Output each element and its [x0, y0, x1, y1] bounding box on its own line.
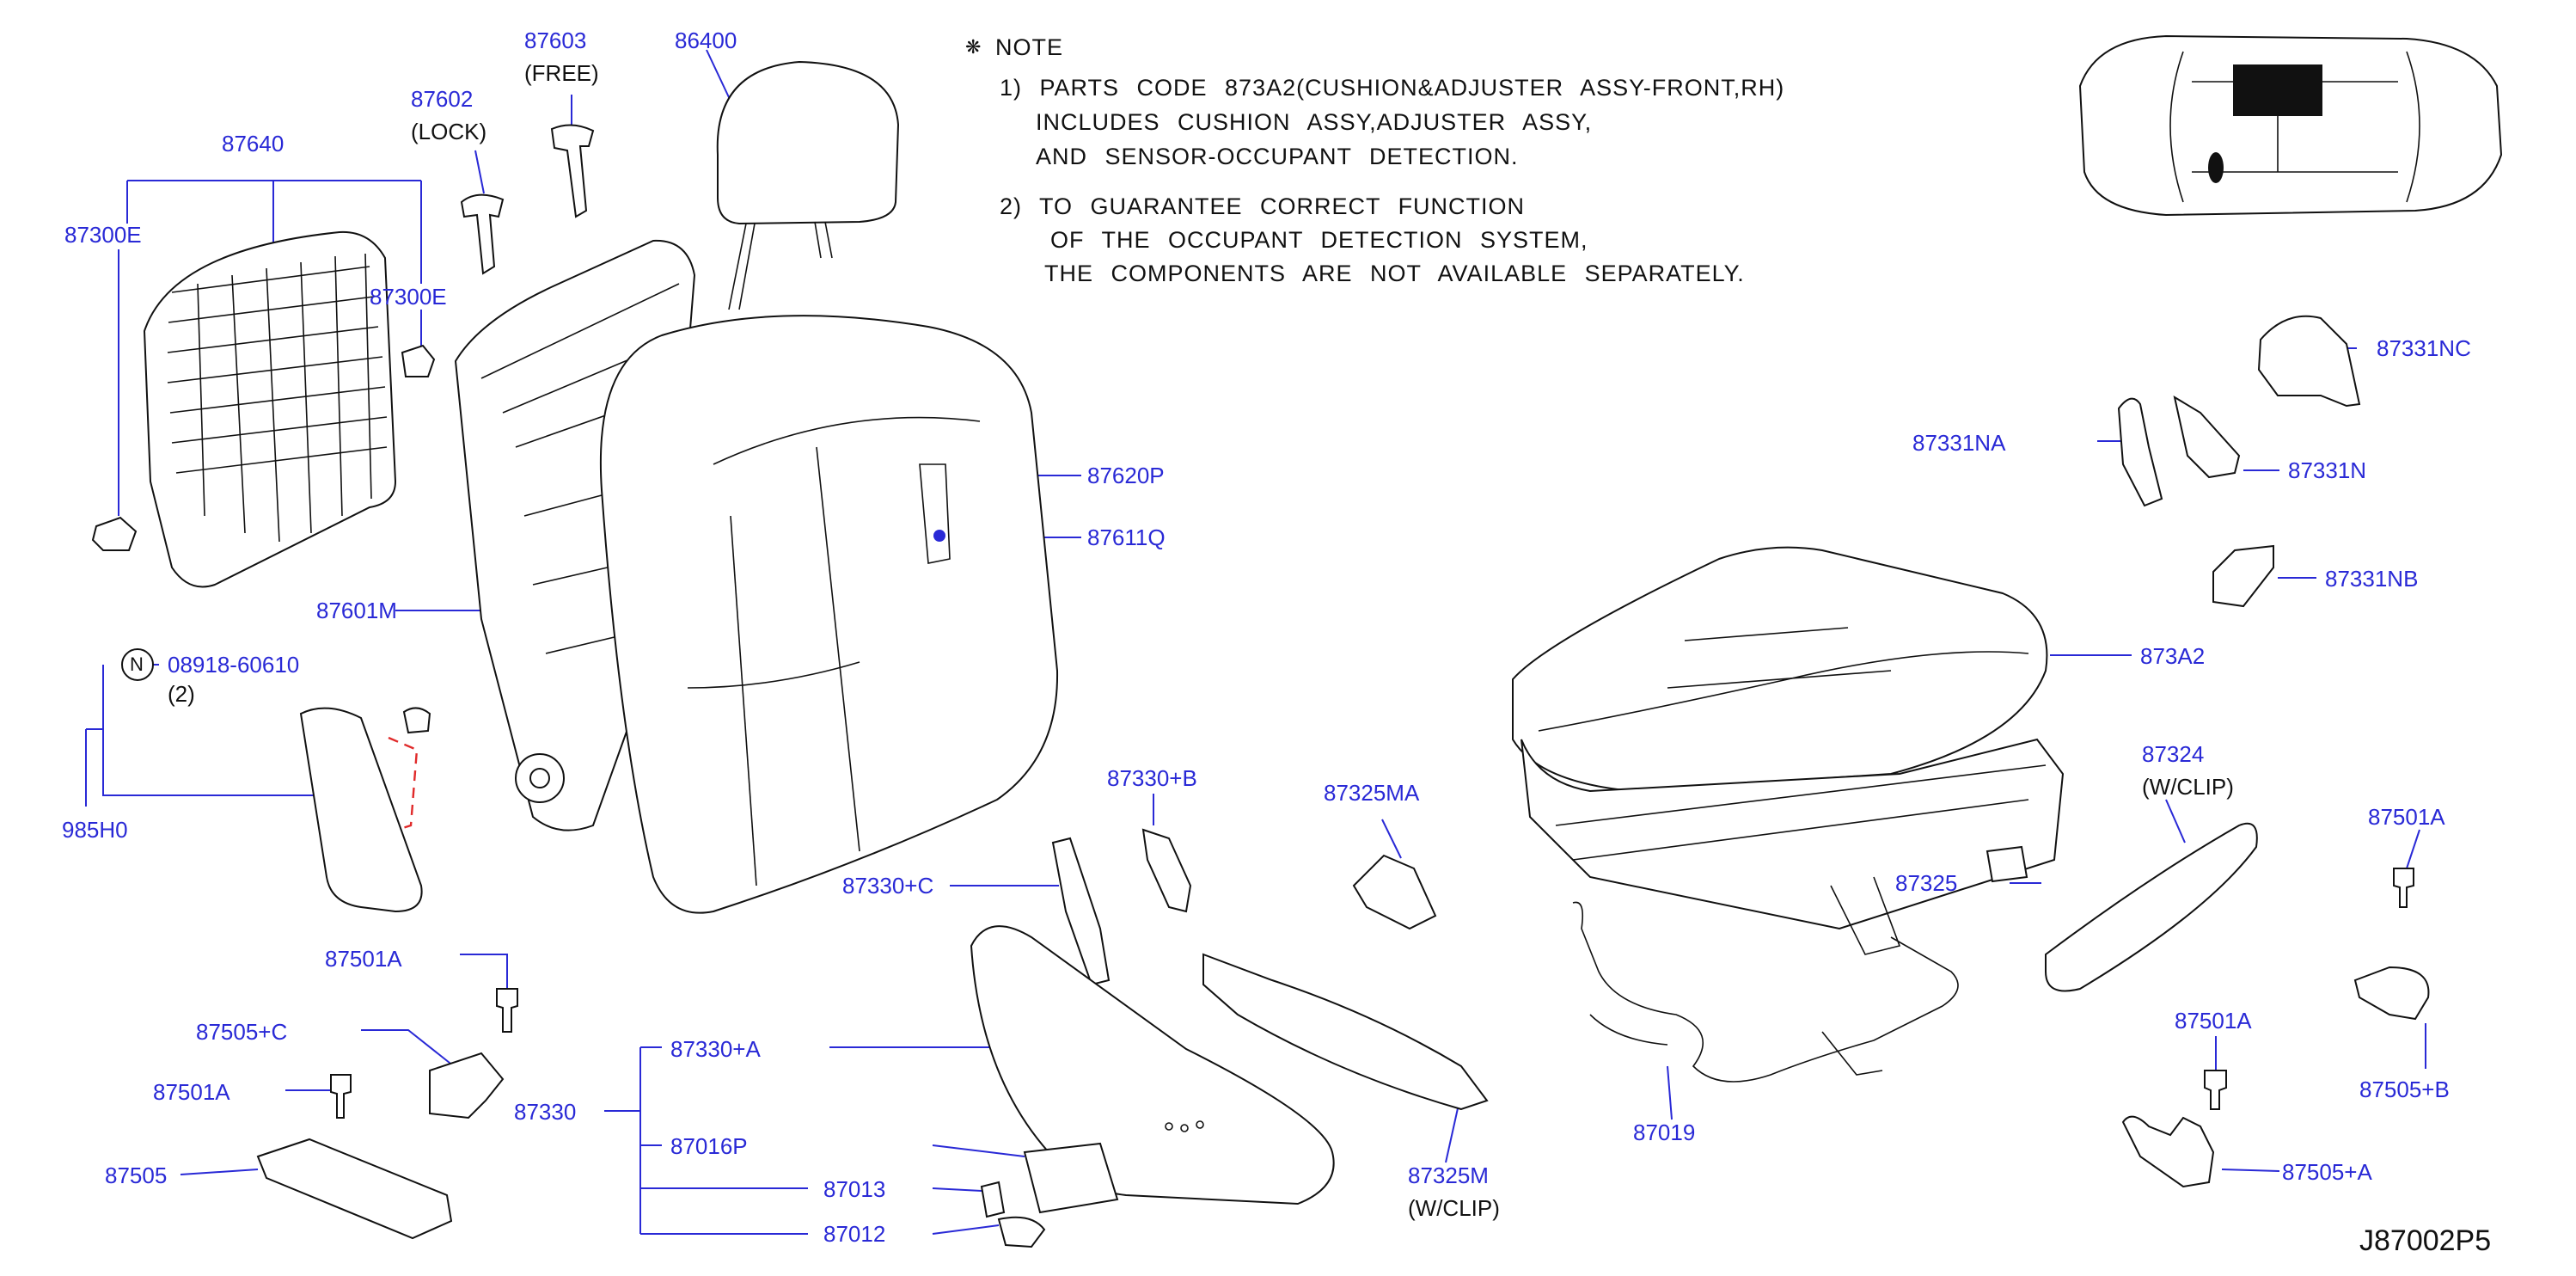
label-87640[interactable]: 87640: [222, 131, 285, 156]
leader-lines: [85, 49, 2426, 1235]
cover-87331na: [2117, 397, 2163, 507]
knob-87013: [980, 1181, 1006, 1218]
label-87324-sub: (W/CLIP): [2142, 774, 2234, 800]
bolt-87501a-1: [496, 988, 518, 1033]
label-87016p[interactable]: 87016P: [670, 1133, 748, 1159]
label-87331nb[interactable]: 87331NB: [2325, 566, 2419, 592]
cover-87505b: [2353, 966, 2430, 1021]
headrest-guide-87602: [460, 193, 505, 275]
finisher-87324: [2045, 822, 2258, 992]
cover-87330c: [1051, 837, 1111, 986]
seat-cushion-873a2: [1512, 546, 2065, 955]
label-87325ma[interactable]: 87325MA: [1324, 780, 1420, 806]
label-87019[interactable]: 87019: [1633, 1120, 1696, 1145]
seat-back-board-87640: [143, 230, 397, 588]
label-08918-60610[interactable]: 08918-60610: [168, 652, 300, 678]
label-87602[interactable]: 87602: [411, 86, 474, 112]
label-87331n[interactable]: 87331N: [2288, 457, 2367, 483]
label-n-symbol: N: [130, 653, 144, 675]
label-86400[interactable]: 86400: [675, 28, 737, 53]
cover-87330b: [1141, 828, 1192, 913]
label-87505a[interactable]: 87505+A: [2282, 1159, 2372, 1185]
note-symbol: ❋: [965, 36, 982, 58]
label-87013[interactable]: 87013: [823, 1176, 886, 1202]
label-87325m[interactable]: 87325M: [1408, 1163, 1489, 1188]
label-87330[interactable]: 87330: [514, 1099, 577, 1125]
note-line-1: 1) PARTS CODE 873A2(CUSHION&ADJUSTER ASS…: [1000, 75, 1785, 101]
note-line-5: OF THE OCCUPANT DETECTION SYSTEM,: [1050, 227, 1588, 253]
label-985h0[interactable]: 985H0: [62, 817, 128, 843]
label-87602-sub: (LOCK): [411, 119, 487, 144]
n-symbol-circle: [121, 648, 154, 681]
label-87611q[interactable]: 87611Q: [1087, 525, 1166, 550]
trim-87325m: [1202, 953, 1489, 1111]
bracket-87325ma: [1352, 854, 1437, 930]
side-shield-87330: [970, 925, 1335, 1205]
label-87620p[interactable]: 87620P: [1087, 463, 1165, 488]
note-title: NOTE: [995, 34, 1064, 60]
wire-harness-87019: [1572, 901, 1959, 1083]
label-87300e-left[interactable]: 87300E: [64, 222, 142, 248]
label-87330b[interactable]: 87330+B: [1107, 765, 1197, 791]
label-87501a-left-bottom[interactable]: 87501A: [153, 1079, 230, 1105]
note-line-2: INCLUDES CUSHION ASSY,ADJUSTER ASSY,: [1036, 109, 1593, 135]
label-87325[interactable]: 87325: [1895, 870, 1958, 896]
label-87324[interactable]: 87324: [2142, 741, 2205, 767]
diagram-code: J87002P5: [2359, 1224, 2492, 1257]
label-87300e-right[interactable]: 87300E: [370, 284, 447, 310]
label-87330a[interactable]: 87330+A: [670, 1036, 761, 1062]
cover-87505c: [429, 1052, 505, 1120]
headrest-86400: [716, 60, 900, 310]
knob-87012: [997, 1216, 1046, 1248]
note-line-3: AND SENSOR-OCCUPANT DETECTION.: [1036, 144, 1519, 169]
label-87331na[interactable]: 87331NA: [1912, 430, 2006, 456]
seat-location-marker: [2233, 64, 2322, 116]
bolt-87501a-3: [2393, 868, 2414, 908]
label-87501a-right-bottom[interactable]: 87501A: [2175, 1008, 2252, 1034]
label-08918-60610-qty: (2): [168, 681, 195, 707]
label-87501a-left-top[interactable]: 87501A: [325, 946, 402, 972]
note-line-6: THE COMPONENTS ARE NOT AVAILABLE SEPARAT…: [1044, 261, 1745, 286]
cover-87505: [256, 1138, 453, 1240]
label-87603[interactable]: 87603: [524, 28, 587, 53]
label-87330c[interactable]: 87330+C: [842, 873, 934, 899]
seat-back-cover-87620p: [599, 315, 1059, 914]
cover-87331n: [2173, 395, 2241, 479]
clip-87300e-left: [91, 516, 138, 551]
vehicle-location-diagram: [2078, 34, 2503, 217]
cover-87331nc: [2257, 315, 2361, 408]
label-87012[interactable]: 87012: [823, 1221, 886, 1247]
switch-87016p: [1023, 1142, 1119, 1214]
label-87331nc[interactable]: 87331NC: [2377, 335, 2471, 361]
cover-87505a: [2121, 1115, 2215, 1188]
headrest-guide-87603: [550, 124, 595, 218]
label-87501a-right[interactable]: 87501A: [2368, 804, 2445, 830]
label-87325m-sub: (W/CLIP): [1408, 1195, 1500, 1221]
clip-87300e-right: [401, 344, 436, 377]
label-87505[interactable]: 87505: [105, 1163, 168, 1188]
label-87603-sub: (FREE): [524, 60, 599, 86]
bolt-87501a-4: [2204, 1070, 2227, 1110]
sensor-87325: [1986, 845, 2028, 883]
side-airbag-985h0: [299, 707, 431, 913]
label-87505c[interactable]: 87505+C: [196, 1019, 288, 1045]
cover-87331nb: [2212, 544, 2274, 608]
bolt-87501a-2: [330, 1074, 352, 1119]
label-873a2[interactable]: 873A2: [2140, 643, 2206, 669]
label-87505b[interactable]: 87505+B: [2359, 1077, 2450, 1102]
label-87601m[interactable]: 87601M: [316, 598, 397, 623]
note-line-4: 2) TO GUARANTEE CORRECT FUNCTION: [1000, 193, 1526, 219]
